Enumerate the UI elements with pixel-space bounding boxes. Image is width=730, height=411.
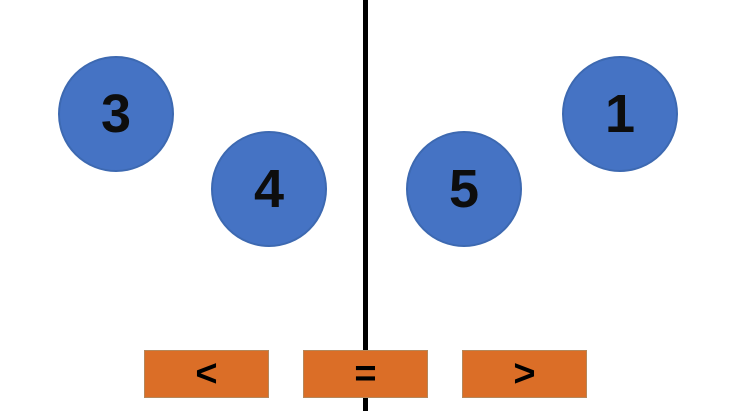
center-divider-line bbox=[363, 0, 368, 411]
number-circle-right-1[interactable]: 1 bbox=[562, 56, 678, 172]
circle-number: 1 bbox=[604, 84, 636, 144]
greater-than-button[interactable]: > bbox=[462, 350, 587, 398]
equals-button[interactable]: = bbox=[303, 350, 428, 398]
circle-number: 5 bbox=[448, 159, 480, 219]
number-circle-left-4[interactable]: 4 bbox=[211, 131, 327, 247]
number-circle-right-5[interactable]: 5 bbox=[406, 131, 522, 247]
circle-number: 4 bbox=[253, 159, 285, 219]
less-than-button[interactable]: < bbox=[144, 350, 269, 398]
circle-number: 3 bbox=[100, 84, 132, 144]
number-circle-left-3[interactable]: 3 bbox=[58, 56, 174, 172]
